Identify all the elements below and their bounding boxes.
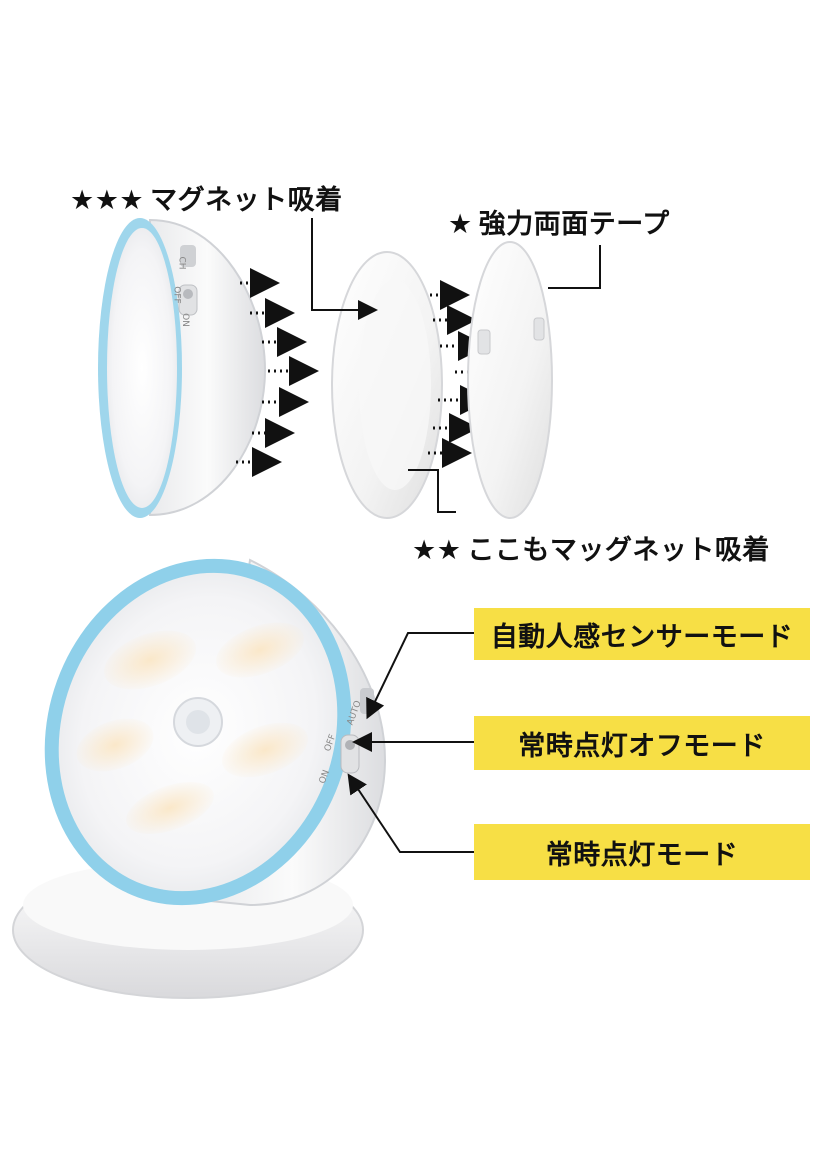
label-tape-text: 強力両面テープ — [478, 209, 670, 240]
label-magnet-bottom: ★★ここもマッグネット吸着 — [412, 528, 770, 567]
callout-always-on-mode: 常時点灯モード — [474, 824, 810, 880]
label-magnet-top: ★★★マグネット吸着 — [70, 178, 343, 217]
switch-text-on: ON — [179, 313, 190, 327]
label-magnet-top-text: マグネット吸着 — [150, 185, 343, 216]
label-magnet-bottom-text: ここもマッグネット吸着 — [467, 535, 770, 566]
leader-lines-top — [311, 218, 601, 513]
callout-always-off-mode: 常時点灯オフモード — [474, 716, 810, 770]
adhesive-tape-disc — [467, 241, 553, 519]
label-magnet-bottom-stars: ★★ — [412, 535, 462, 566]
charge-port — [180, 245, 196, 267]
arrows-unit-to-plate — [236, 268, 319, 477]
assembled-light — [12, 558, 387, 999]
magnet-plate — [331, 251, 443, 519]
light-face — [107, 228, 177, 508]
switch-text-ch: CH — [176, 256, 187, 270]
callout-auto-sensor-mode: 自動人感センサーモード — [474, 608, 810, 660]
label-tape: ★強力両面テープ — [448, 202, 670, 241]
light-unit-side-view — [98, 218, 267, 518]
leader-lines-modes — [347, 632, 474, 853]
label-magnet-top-stars: ★★★ — [70, 185, 145, 216]
switch-text-off: OFF — [171, 286, 182, 304]
label-tape-stars: ★ — [448, 209, 473, 240]
